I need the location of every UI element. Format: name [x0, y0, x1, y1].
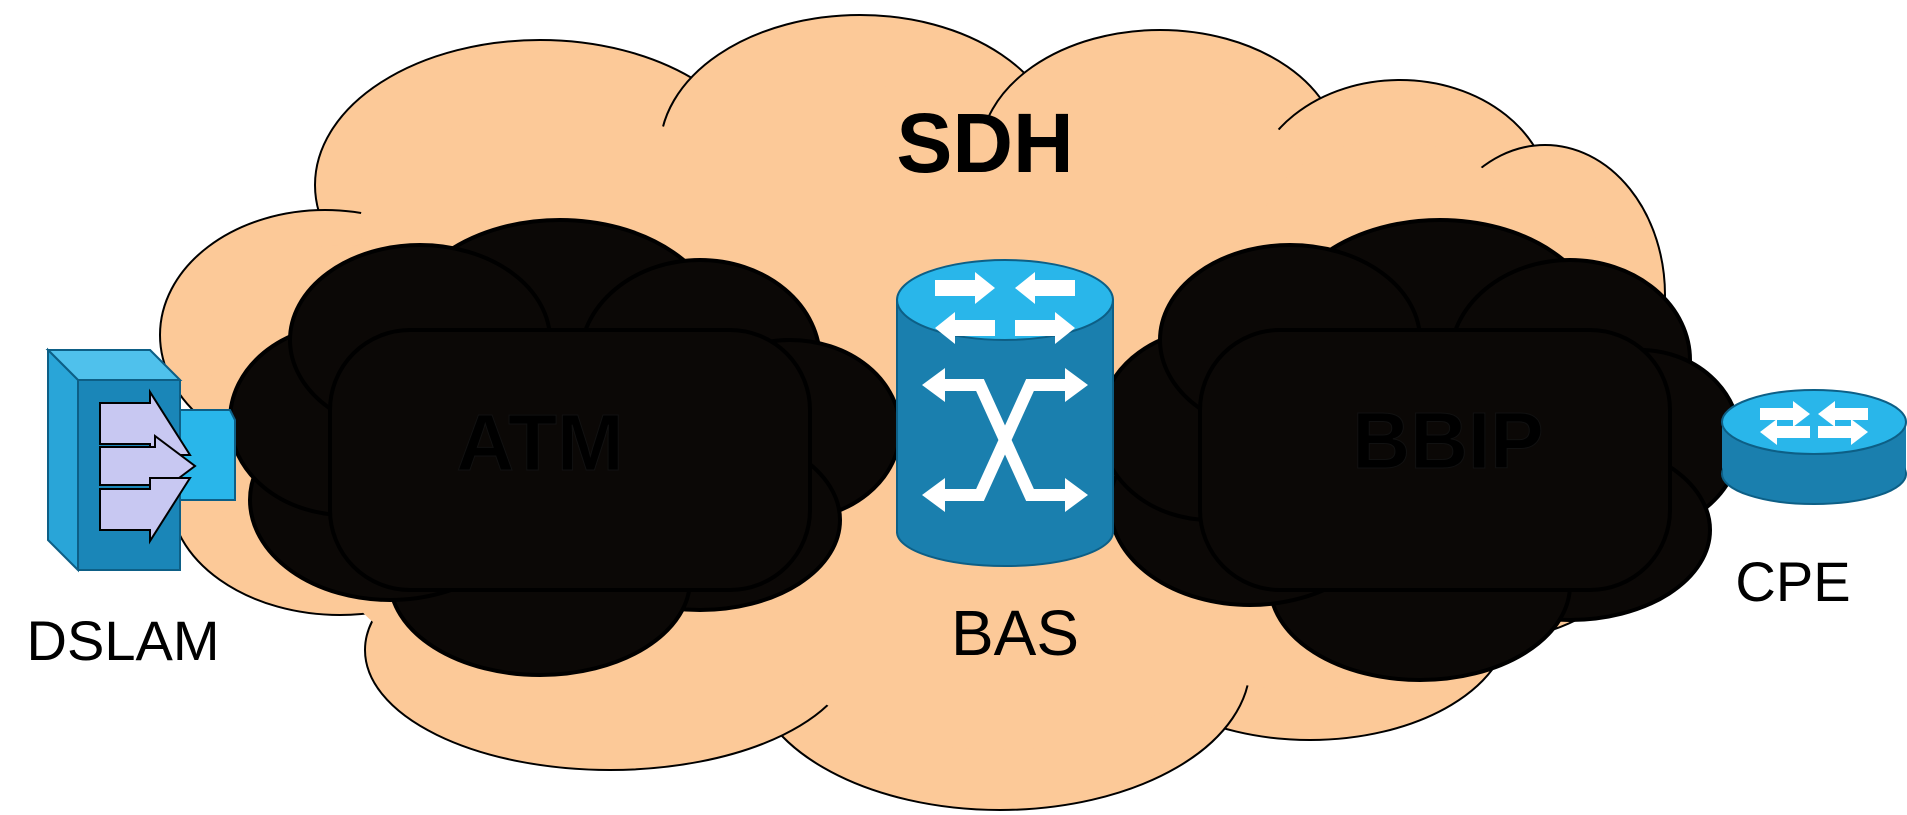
cpe-router-icon	[1721, 389, 1907, 505]
bbip-cloud	[1098, 218, 1742, 682]
dslam-icon	[45, 347, 236, 573]
atm-label: ATM	[456, 398, 623, 487]
sdh-label: SDH	[896, 96, 1073, 190]
cpe-label: CPE	[1735, 550, 1850, 613]
dslam-label: DSLAM	[27, 609, 220, 672]
bas-router-switch-icon	[896, 259, 1114, 567]
bbip-label: BBIP	[1352, 396, 1543, 485]
atm-cloud	[228, 218, 902, 677]
bas-label: BAS	[951, 597, 1079, 669]
